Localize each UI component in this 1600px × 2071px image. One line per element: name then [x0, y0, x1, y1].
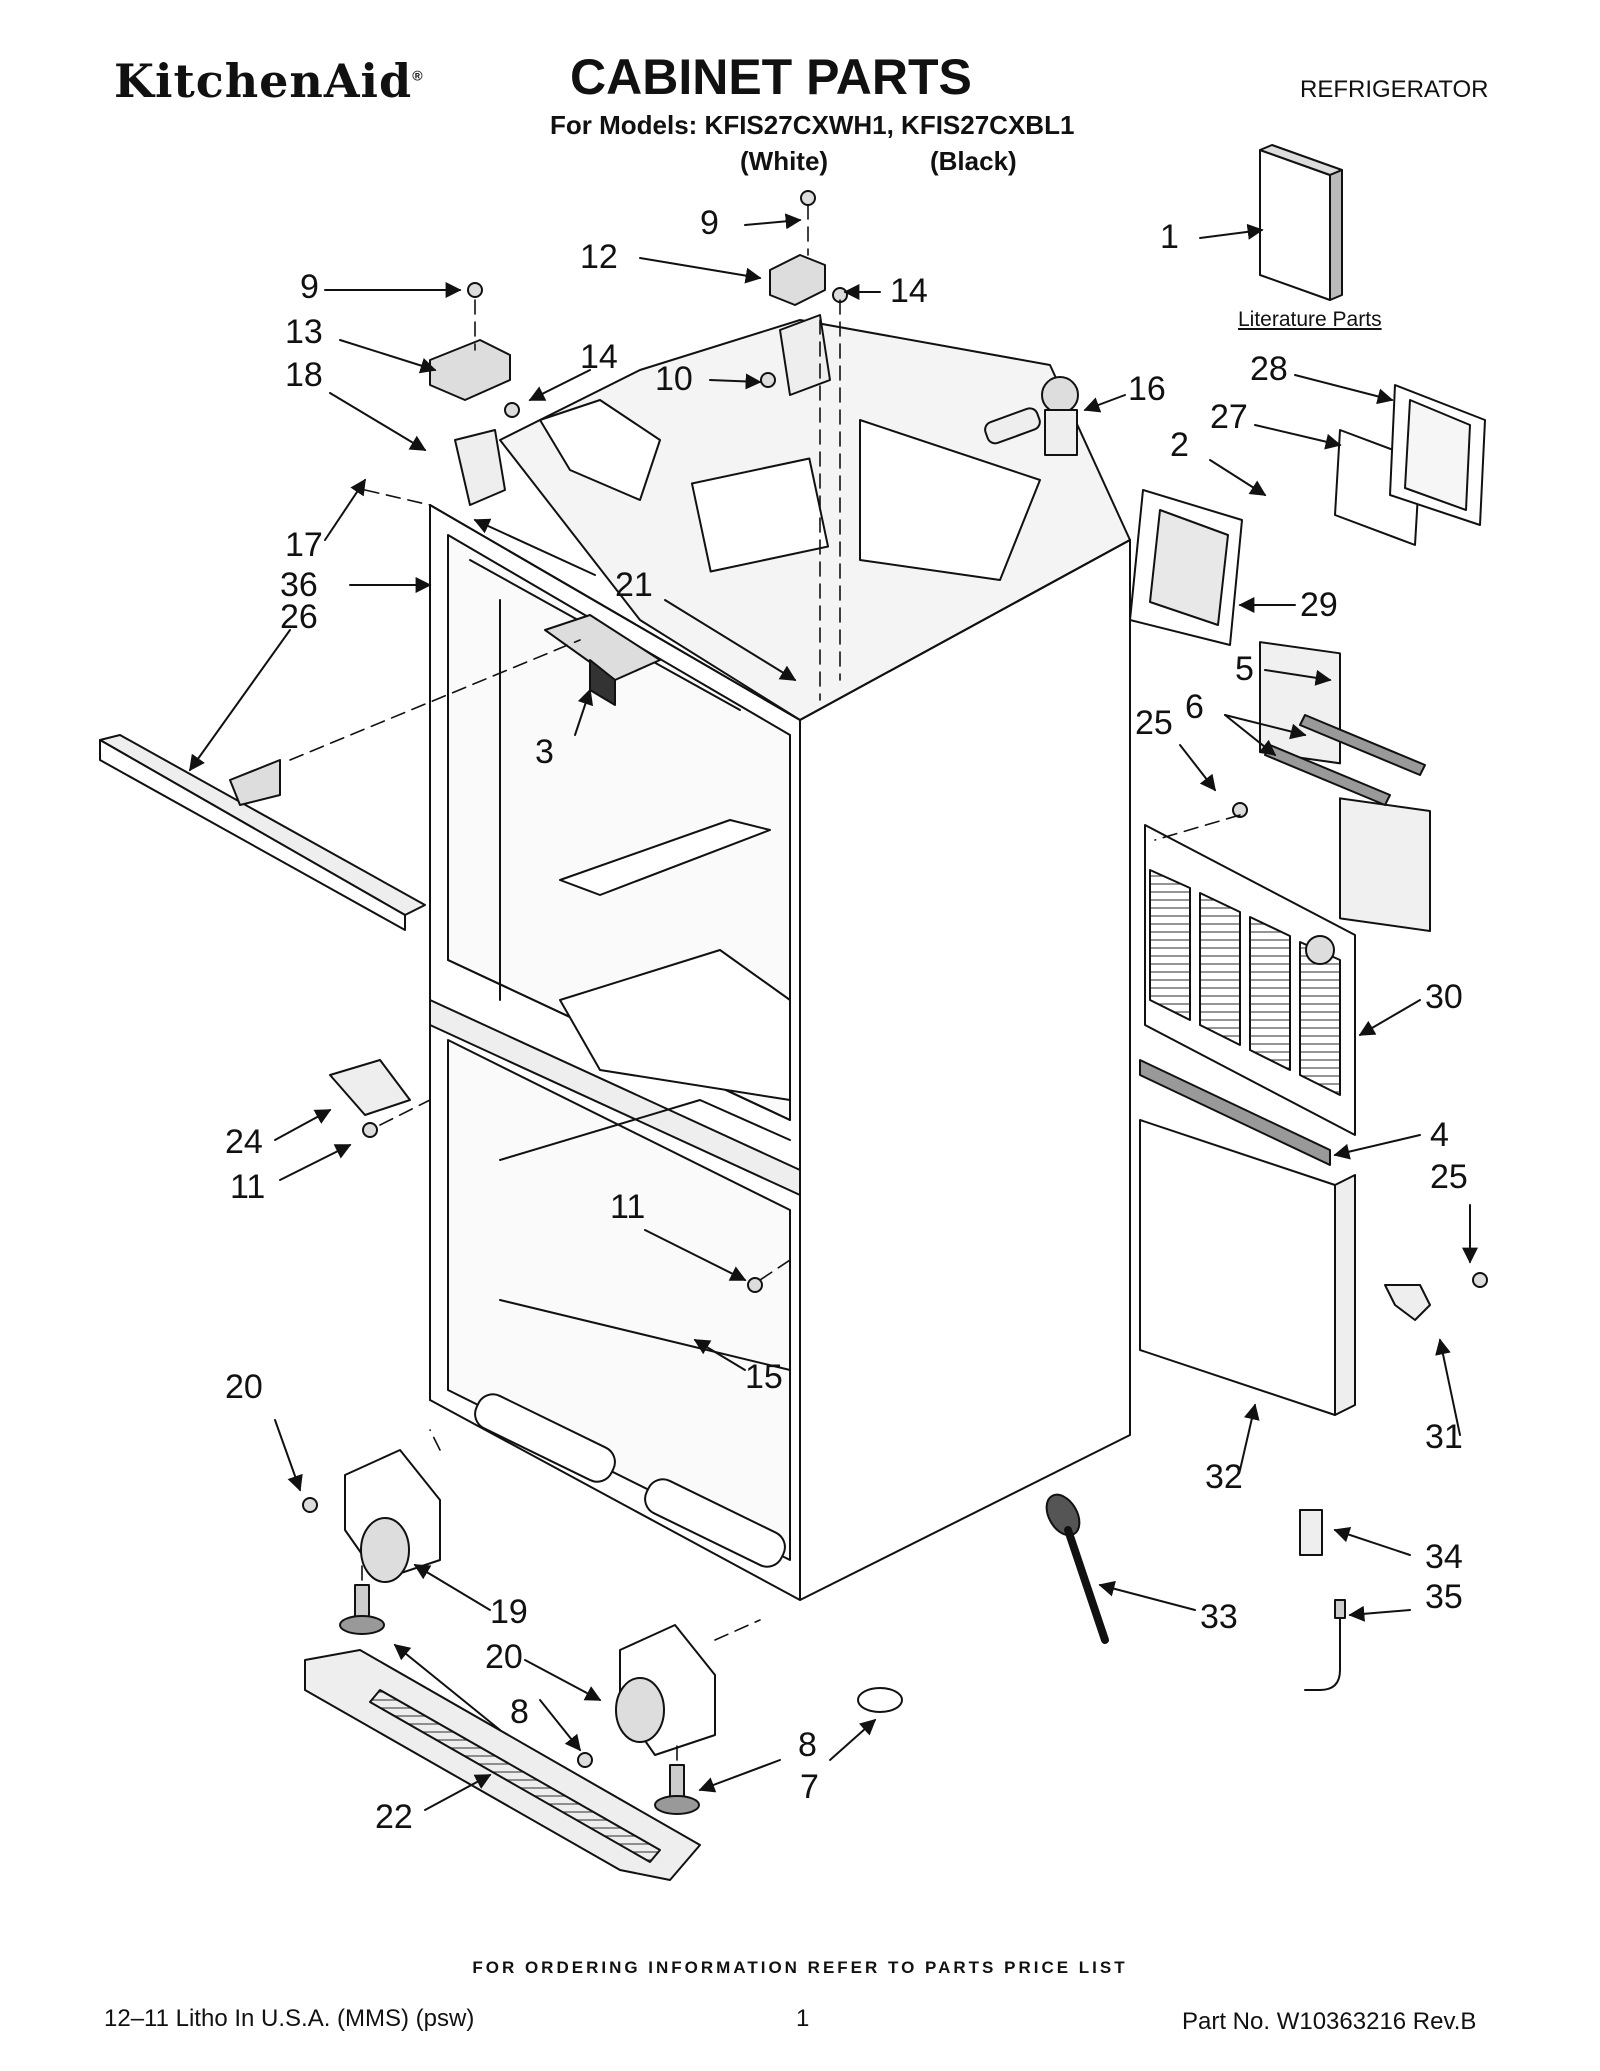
lower-hinge-part-24 [329, 1059, 411, 1116]
callout-9-left: 9 [300, 268, 319, 306]
callout-5: 5 [1235, 650, 1254, 688]
leveling-legs-part-8 [339, 1584, 700, 1815]
bracket-part-3 [544, 614, 661, 706]
top-hinges [429, 254, 831, 506]
callout-22: 22 [375, 1798, 413, 1836]
callout-11-left: 11 [230, 1168, 266, 1206]
callout-31: 31 [1425, 1418, 1463, 1456]
callout-33: 33 [1200, 1598, 1238, 1636]
callout-8-right: 8 [798, 1726, 817, 1764]
callout-1: 1 [1160, 218, 1179, 256]
part-number: Part No. W10363216 Rev.B [1182, 2008, 1477, 2035]
callout-21: 21 [615, 566, 653, 604]
callout-17: 17 [285, 526, 323, 564]
callout-leaders [189, 213, 1478, 1811]
callout-35: 35 [1425, 1578, 1463, 1616]
callout-14-left: 14 [580, 338, 618, 376]
literature-booklet [1259, 144, 1343, 301]
registered-mark: ® [412, 67, 424, 84]
callout-20-left: 20 [225, 1368, 263, 1406]
callout-9-top: 9 [700, 204, 719, 242]
callout-28: 28 [1250, 350, 1288, 388]
callout-16: 16 [1128, 370, 1166, 408]
callout-24: 24 [225, 1123, 263, 1161]
hinge-channel-part-26 [99, 734, 426, 931]
callout-32: 32 [1205, 1458, 1243, 1496]
model-list: For Models: KFIS27CXWH1, KFIS27CXBL1 [550, 110, 1075, 140]
appliance-category: REFRIGERATOR [1300, 76, 1489, 103]
litho-info: 12–11 Litho In U.S.A. (MMS) (psw) [104, 2005, 475, 2032]
variant-white: (White) [740, 146, 829, 176]
callout-8-left: 8 [510, 1693, 529, 1731]
callout-2: 2 [1170, 426, 1189, 464]
callout-6: 6 [1185, 688, 1204, 726]
water-valve-part-16 [984, 376, 1079, 456]
cabinet-top-cover [499, 319, 1131, 721]
callout-11-center: 11 [610, 1188, 646, 1226]
wrench-part-33 [1045, 1493, 1109, 1644]
page-number: 1 [796, 2005, 810, 2032]
toe-grille-part-22 [304, 1649, 701, 1881]
callout-26: 26 [280, 598, 318, 636]
callout-13: 13 [285, 313, 323, 351]
callout-25-upper: 25 [1135, 704, 1173, 742]
callout-14-right: 14 [890, 272, 928, 310]
callout-25-lower: 25 [1430, 1158, 1468, 1196]
callout-4: 4 [1430, 1116, 1449, 1154]
callout-19: 19 [490, 1593, 528, 1631]
callout-20-center: 20 [485, 1638, 523, 1676]
rollers-part-19 [344, 1449, 716, 1756]
refrigerator-cabinet [429, 504, 1131, 1601]
callout-18: 18 [285, 356, 323, 394]
screws [302, 190, 1488, 1768]
rear-access-panel-part-30 [1139, 824, 1356, 1416]
brand-name: KitchenAid [114, 54, 413, 108]
callout-3: 3 [535, 733, 554, 771]
callout-36: 36 [280, 566, 318, 604]
callout-29: 29 [1300, 586, 1338, 624]
brand-logo: KitchenAid® [114, 54, 424, 108]
callout-10: 10 [655, 360, 693, 398]
page-title: CABINET PARTS [570, 49, 972, 105]
callout-15: 15 [745, 1358, 783, 1396]
callout-27: 27 [1210, 398, 1248, 436]
callout-12: 12 [580, 238, 618, 276]
callout-34: 34 [1425, 1538, 1463, 1576]
ordering-note: FOR ORDERING INFORMATION REFER TO PARTS … [472, 1958, 1128, 1977]
switch-and-thermistor [1299, 1509, 1346, 1691]
variant-black: (Black) [930, 146, 1017, 176]
literature-parts-label: Literature Parts [1238, 308, 1382, 331]
plug-part-7 [857, 1687, 903, 1713]
clamp-part-31 [1384, 1284, 1431, 1321]
callout-30: 30 [1425, 978, 1463, 1016]
callout-7: 7 [800, 1768, 819, 1806]
alignment-lines [289, 204, 1241, 1761]
